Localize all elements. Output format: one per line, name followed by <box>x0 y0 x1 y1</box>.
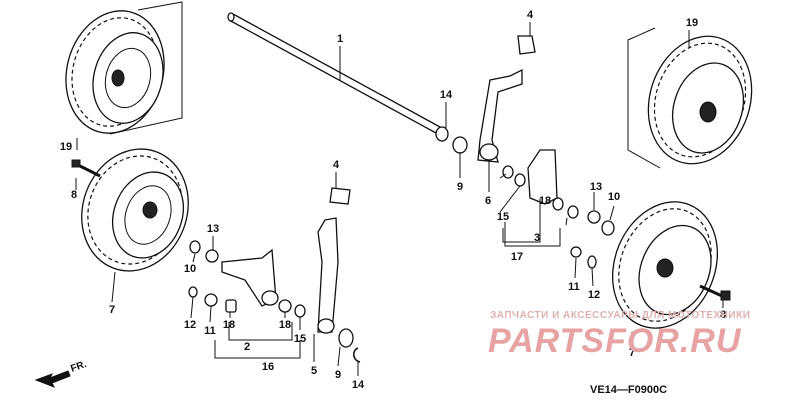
callout-14: 14 <box>352 379 365 391</box>
callout-19: 19 <box>60 141 72 153</box>
callout-11: 11 <box>568 281 580 293</box>
callout-16: 16 <box>262 361 274 373</box>
wheel-19-left <box>65 1 183 135</box>
watermark-brand: PARTSFOR.RU <box>488 322 742 360</box>
direction-label: FR. <box>69 359 88 375</box>
callout-18: 18 <box>279 319 291 331</box>
callout-10: 10 <box>608 191 620 203</box>
callout-15: 15 <box>294 333 306 345</box>
arrow-icon <box>34 370 71 388</box>
callout-12: 12 <box>184 319 196 331</box>
callout-8: 8 <box>720 309 726 321</box>
callout-11: 11 <box>204 325 216 337</box>
callout-3: 3 <box>534 232 540 244</box>
callout-17: 17 <box>511 251 523 263</box>
diagram-code: VE14—F0900C <box>590 384 667 396</box>
bolt-8-right <box>699 284 731 301</box>
callout-4: 4 <box>333 159 340 171</box>
left-adjuster-assembly <box>188 187 361 363</box>
wheel-7-right <box>611 201 719 329</box>
callout-4: 4 <box>527 9 534 21</box>
callout-1: 1 <box>337 33 343 45</box>
callout-7: 7 <box>109 304 115 316</box>
wheel-7-left <box>81 148 189 272</box>
callout-9: 9 <box>457 181 463 193</box>
front-direction-arrow: FR. <box>34 359 88 388</box>
callout-13: 13 <box>590 181 602 193</box>
bolt-8-left <box>71 159 101 178</box>
callout-5: 5 <box>311 365 317 377</box>
callout-19: 19 <box>686 17 698 29</box>
watermark: ЗАПЧАСТИ И АКСЕССУАРЫ ДЛЯ МОТОТЕХНИКИ PA… <box>488 310 750 360</box>
callout-12: 12 <box>588 289 600 301</box>
watermark-tagline: ЗАПЧАСТИ И АКСЕССУАРЫ ДЛЯ МОТОТЕХНИКИ <box>490 310 750 321</box>
right-adjuster-assembly <box>435 35 615 269</box>
callout-15: 15 <box>497 211 509 223</box>
callout-14: 14 <box>440 89 453 101</box>
callout-7: 7 <box>629 347 635 359</box>
leader-lines <box>75 22 724 376</box>
callouts: 1 4 4 14 14 9 9 6 19 19 8 8 7 7 13 13 10… <box>60 9 726 391</box>
callout-8: 8 <box>71 189 77 201</box>
callout-18: 18 <box>539 195 551 207</box>
wheel-19-right <box>627 27 753 169</box>
callout-9: 9 <box>335 369 341 381</box>
axle-shaft-1 <box>227 12 441 134</box>
callout-18: 18 <box>223 319 235 331</box>
callout-2: 2 <box>244 341 250 353</box>
callout-13: 13 <box>207 223 219 235</box>
callout-10: 10 <box>184 263 196 275</box>
callout-6: 6 <box>485 195 491 207</box>
